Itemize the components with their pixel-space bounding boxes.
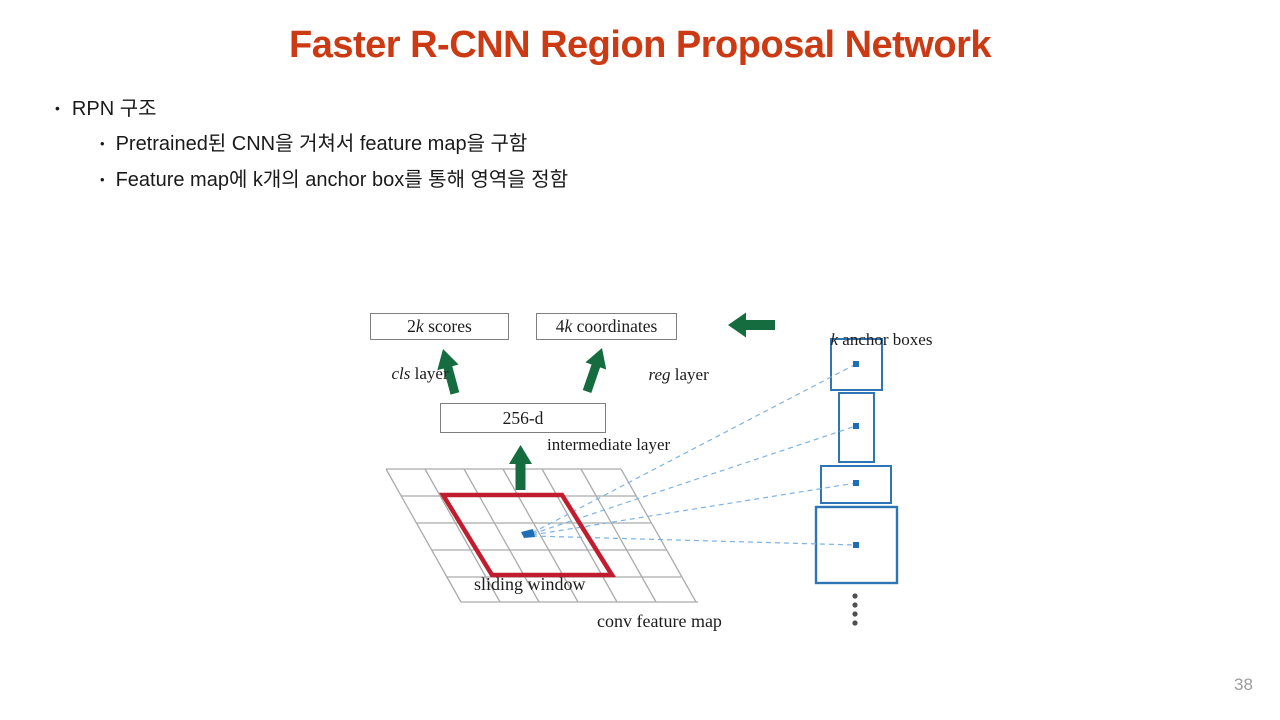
bullet-rpn-structure: • RPN 구조 xyxy=(55,92,157,121)
sliding-window-center-point xyxy=(521,529,535,538)
sliding-window-label: sliding window xyxy=(474,574,586,594)
reg-layer-label-italic: reg xyxy=(648,364,671,384)
scores-box-text: scores xyxy=(423,316,472,336)
bullet-anchor-box-text: Feature map에 k개의 anchor box를 통해 영역을 정함 xyxy=(115,169,569,191)
reg-layer-label: reg layer xyxy=(623,347,709,403)
bullet-anchor-box: • Feature map에 k개의 anchor box를 통해 영역을 정함 xyxy=(100,163,568,192)
coordinates-box-text: coordinates xyxy=(572,316,658,336)
coordinates-box-prefix: 4 xyxy=(555,316,565,336)
rpn-diagram-graphics xyxy=(385,312,899,626)
conv-feature-map-label: conv feature map xyxy=(597,611,722,631)
slide-title: Faster R-CNN Region Proposal Network xyxy=(289,24,992,66)
bullet-marker: • xyxy=(55,100,60,116)
reg-layer-label-text: layer xyxy=(670,364,709,384)
mid-256d-box: 256-d xyxy=(440,403,606,433)
reg-arrow-icon xyxy=(582,348,607,393)
vertical-ellipsis-dots xyxy=(852,593,858,626)
bullet-rpn-structure-text: RPN 구조 xyxy=(71,98,157,120)
sliding-window-box xyxy=(438,492,617,578)
intermediate-layer-label: intermediate layer xyxy=(547,435,671,454)
bullet-pretrained-cnn-text: Pretrained된 CNN을 거쳐서 feature map을 구함 xyxy=(115,133,528,155)
scores-box-prefix: 2 xyxy=(407,316,416,336)
anchor-boxes-label-text: anchor boxes xyxy=(838,329,933,349)
anchor-left-arrow-icon xyxy=(728,312,775,338)
anchor-boxes-label: k anchor boxes xyxy=(805,312,933,368)
anchor-center-dots xyxy=(853,361,859,548)
scores-box-k: k xyxy=(415,316,424,336)
bullet-pretrained-cnn: • Pretrained된 CNN을 거쳐서 feature map을 구함 xyxy=(100,127,527,156)
cls-layer-label-italic: cls xyxy=(391,363,411,383)
cls-layer-label-text: layer xyxy=(410,363,449,383)
page-number: 38 xyxy=(1234,675,1253,694)
cls-layer-label: cls layer xyxy=(366,346,449,402)
green-arrows xyxy=(437,312,775,490)
intermediate-arrow-icon xyxy=(509,445,532,490)
anchor-boxes-label-italic: k xyxy=(830,329,839,349)
anchor-boxes-group xyxy=(814,338,899,585)
bullet-marker: • xyxy=(100,172,105,187)
cls-arrow-icon xyxy=(437,349,460,395)
coordinates-box-k: k xyxy=(564,316,573,336)
bullet-marker: • xyxy=(100,136,105,151)
